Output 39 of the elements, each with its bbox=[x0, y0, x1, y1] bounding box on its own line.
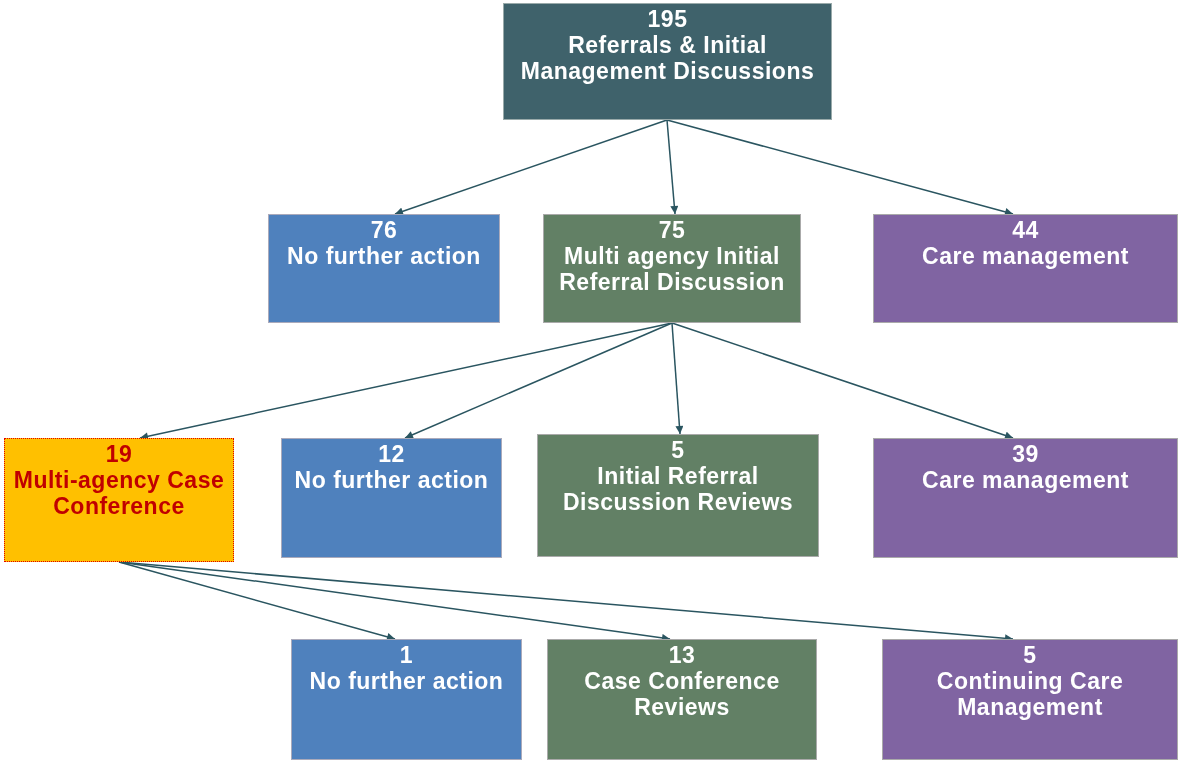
process-box bbox=[547, 639, 817, 760]
process-box bbox=[4, 438, 234, 562]
process-box bbox=[543, 214, 801, 323]
arrow bbox=[394, 119, 668, 216]
process-box bbox=[281, 438, 502, 558]
box-label: No further action bbox=[309, 668, 504, 694]
box-label: Continuing Care Management bbox=[935, 668, 1125, 720]
arrow bbox=[671, 322, 684, 435]
process-box bbox=[268, 214, 500, 323]
box-label: Case Conference Reviews bbox=[583, 668, 781, 720]
box-label: No further action bbox=[294, 467, 489, 493]
count-label: 44 bbox=[1012, 217, 1039, 243]
count-label: 76 bbox=[370, 217, 398, 243]
arrow bbox=[666, 119, 679, 215]
count-label: 5 bbox=[671, 437, 685, 463]
process-box bbox=[873, 214, 1178, 323]
process-box bbox=[873, 438, 1178, 558]
count-label: 1 bbox=[399, 642, 414, 668]
box-label: No further action bbox=[287, 243, 481, 269]
arrow bbox=[671, 322, 1014, 440]
box-label: Care management bbox=[922, 243, 1129, 269]
count-label: 12 bbox=[378, 441, 405, 467]
count-label: 19 bbox=[105, 441, 133, 467]
count-label: 75 bbox=[658, 217, 686, 243]
count-label: 5 bbox=[1023, 642, 1037, 668]
count-label: 13 bbox=[668, 642, 696, 668]
box-label: Initial Referral Discussion Reviews bbox=[561, 463, 795, 515]
arrow bbox=[404, 322, 673, 439]
box-label: Care management bbox=[922, 467, 1129, 493]
arrow bbox=[666, 119, 1014, 216]
box-label: Multi-agency Case Conference bbox=[12, 467, 226, 519]
process-box bbox=[291, 639, 522, 760]
box-label: Referrals & Initial Management Discussions bbox=[519, 32, 816, 84]
process-box bbox=[503, 3, 832, 120]
process-box bbox=[882, 639, 1178, 760]
box-label: Multi agency Initial Referral Discussion bbox=[558, 243, 786, 295]
count-label: 195 bbox=[647, 6, 688, 32]
process-box bbox=[537, 434, 819, 557]
count-label: 39 bbox=[1012, 441, 1039, 467]
